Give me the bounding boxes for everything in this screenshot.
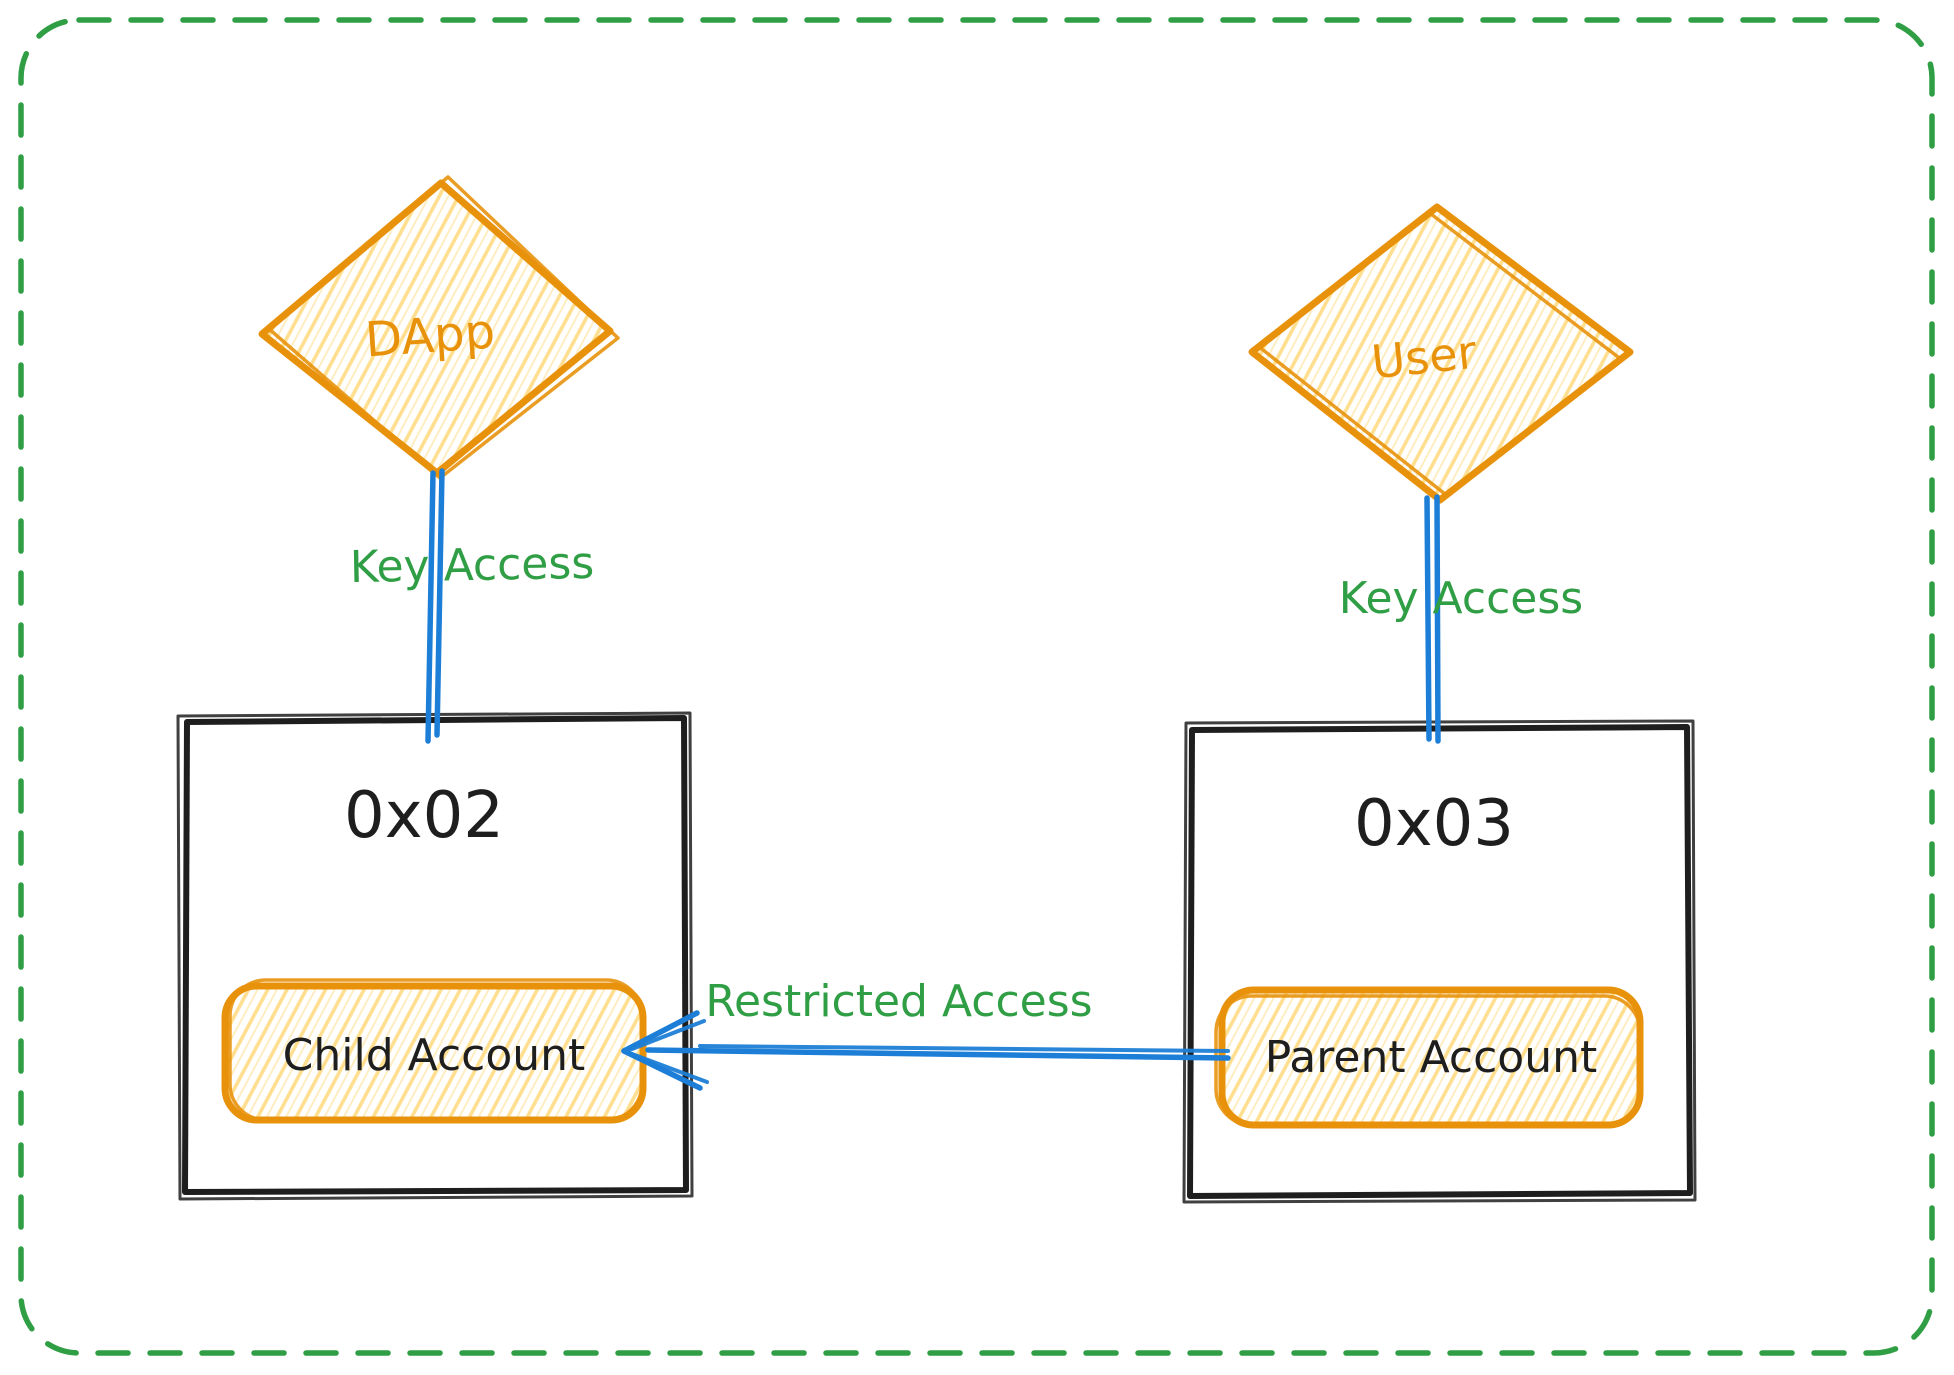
edge-dapp-line-2 — [434, 468, 445, 738]
edge-dapp-key-access: Key Access — [349, 468, 595, 744]
user-node: User — [1248, 203, 1634, 504]
user-diamond-sketch-stroke — [1256, 212, 1624, 496]
account-box-right-title: 0x03 — [1354, 787, 1514, 861]
child-account-label: Child Account — [283, 1030, 586, 1081]
edge-dapp-key-access-label: Key Access — [349, 538, 594, 593]
child-account-pill-sketch-stroke — [228, 978, 644, 1122]
restricted-arrow-head-upper — [621, 1010, 700, 1054]
dapp-node: DApp — [258, 175, 620, 480]
edge-user-line-1 — [1424, 495, 1432, 742]
edge-restricted-access-label: Restricted Access — [705, 976, 1092, 1027]
user-label: User — [1369, 325, 1479, 390]
account-box-right: 0x03 Parent Account — [1182, 719, 1697, 1204]
edge-user-key-access-label: Key Access — [1339, 573, 1583, 624]
edge-restricted-access: Restricted Access — [621, 976, 1231, 1091]
dapp-label: DApp — [363, 304, 496, 369]
edge-dapp-line-1 — [425, 470, 436, 744]
restricted-arrow-shaft-1 — [645, 1047, 1231, 1061]
dashed-frame — [18, 17, 1935, 1356]
restricted-arrow-shaft-2 — [698, 1044, 1230, 1053]
edge-user-key-access: Key Access — [1339, 494, 1583, 744]
parent-account-label: Parent Account — [1265, 1032, 1598, 1083]
restricted-arrow-head-lower-2 — [630, 1052, 709, 1084]
restricted-arrow-head-upper-2 — [630, 1019, 706, 1051]
parent-account-pill: Parent Account — [1214, 986, 1644, 1129]
account-box-left-title: 0x02 — [344, 779, 504, 853]
child-account-pill: Child Account — [221, 978, 647, 1124]
edge-user-line-2 — [1434, 494, 1441, 744]
account-box-left-sketch-stroke — [176, 711, 694, 1201]
account-box-left: 0x02 Child Account — [176, 711, 694, 1201]
account-box-right-sketch-stroke — [1182, 719, 1697, 1204]
